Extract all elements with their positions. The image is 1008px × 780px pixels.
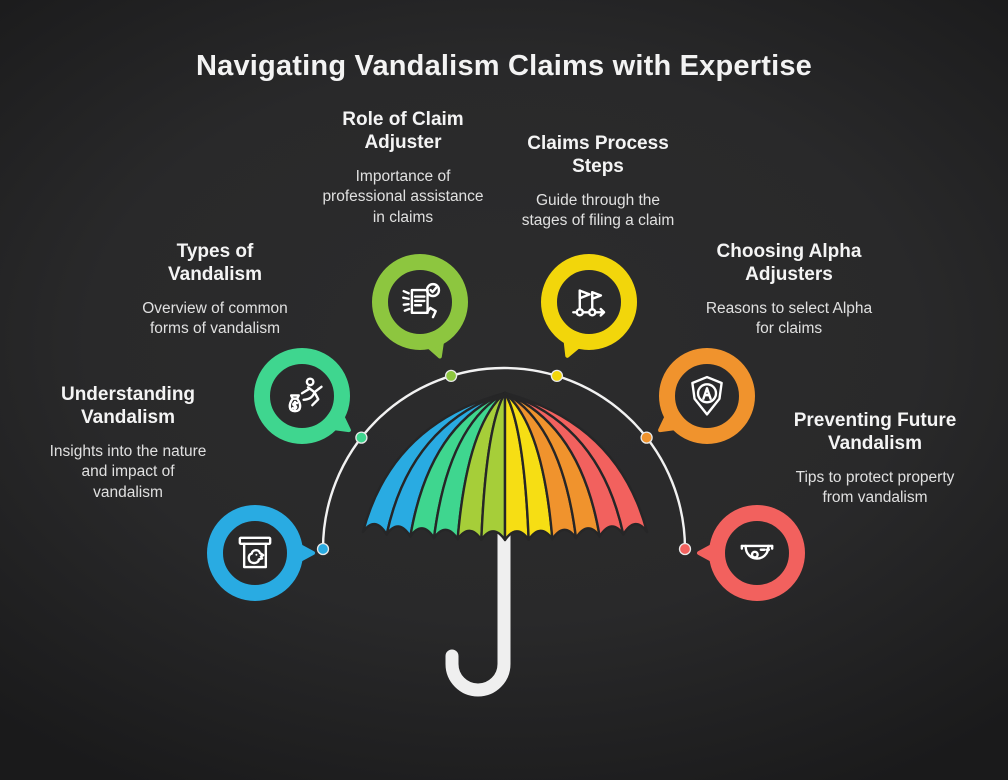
speech-bubble-ring (658, 348, 755, 444)
node-description: Guide through the stages of filing a cla… (521, 192, 675, 230)
node-title: Types of Vandalism (168, 241, 262, 286)
label-claims-process-steps: Claims Process Steps Guide through the s… (503, 132, 693, 232)
label-understanding-vandalism: Understanding Vandalism Insights into th… (28, 383, 228, 503)
node-description: Tips to protect property from vandalism (795, 469, 955, 507)
arc-dot (640, 431, 653, 444)
node-description: Importance of professional assistance in… (322, 168, 484, 226)
node-types-of-vandalism (237, 331, 367, 461)
connector-arc (321, 366, 687, 550)
node-description: Reasons to select Alpha for claims (705, 300, 873, 338)
label-choosing-alpha-adjusters: Choosing Alpha Adjusters Reasons to sele… (689, 240, 889, 340)
node-claims-process-steps (524, 237, 654, 367)
node-title: Understanding Vandalism (60, 384, 196, 429)
speech-bubble-ring (254, 348, 351, 444)
speech-bubble-ring (541, 254, 637, 358)
speech-bubble-ring (207, 505, 315, 601)
label-role-of-claim-adjuster: Role of Claim Adjuster Importance of pro… (308, 108, 498, 228)
label-preventing-future-vandalism: Preventing Future Vandalism Tips to prot… (768, 409, 983, 509)
document-check-icon (402, 282, 441, 319)
node-understanding-vandalism (190, 488, 320, 618)
arc-dot (550, 369, 564, 383)
node-title: Choosing Alpha Adjusters (716, 241, 862, 286)
arc-dot (444, 369, 458, 383)
umbrella-handle (445, 393, 511, 697)
node-description: Insights into the nature and impact of v… (49, 443, 207, 501)
umbrella-panel (503, 391, 649, 536)
node-role-of-claim-adjuster (355, 237, 485, 367)
security-camera-icon (740, 544, 774, 560)
node-title: Role of Claim Adjuster (342, 109, 464, 154)
page-title: Navigating Vandalism Claims with Experti… (196, 50, 812, 82)
arc-dot (355, 431, 368, 444)
arc-dot (678, 542, 692, 556)
shield-a-icon (691, 375, 723, 416)
arc-dot (316, 542, 330, 556)
node-preventing-future-vandalism (692, 488, 822, 618)
speech-bubble-ring (697, 505, 805, 601)
node-description: Overview of common forms of vandalism (142, 300, 288, 338)
label-types-of-vandalism: Types of Vandalism Overview of common fo… (125, 240, 305, 340)
node-choosing-alpha-adjusters (642, 331, 772, 461)
spray-can-face-icon (238, 536, 272, 569)
milestone-flags-icon (572, 289, 606, 317)
speech-bubble-ring (372, 254, 468, 359)
thief-money-bag-icon (288, 377, 323, 413)
node-title: Claims Process Steps (527, 133, 669, 178)
node-title: Preventing Future Vandalism (793, 410, 957, 455)
